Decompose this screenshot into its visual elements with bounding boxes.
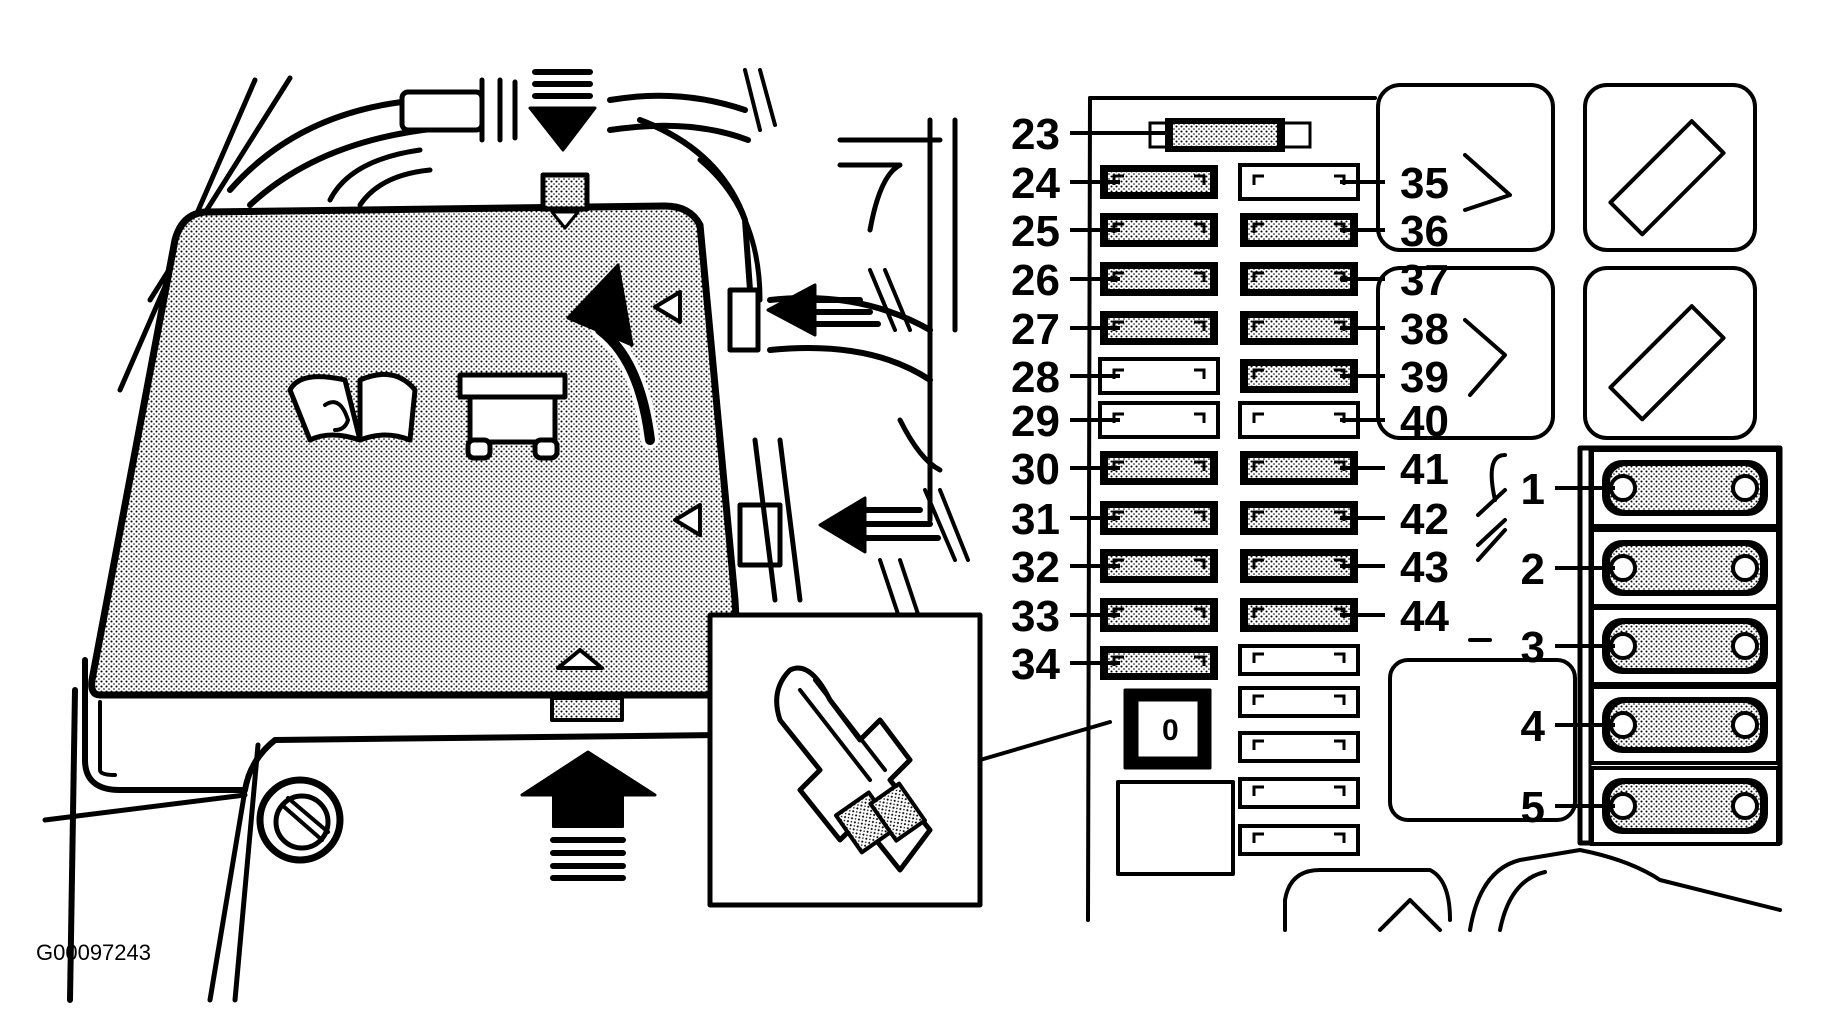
fuse-label-41: 41 [1400, 445, 1449, 494]
relay-puller-icon [774, 665, 933, 873]
fuse-label-33: 33 [1011, 592, 1060, 641]
small-relay-label: 0 [1162, 714, 1179, 747]
arrow-up-icon [520, 750, 657, 881]
maxi-fuse-4 [1590, 685, 1780, 765]
fuse-41 [1240, 451, 1358, 485]
fuse-36 [1240, 213, 1358, 247]
fuse-label-32: 32 [1011, 543, 1060, 592]
spare-fuse-slot [1238, 644, 1360, 676]
fuse-30 [1100, 451, 1218, 485]
fuse-label-37: 37 [1400, 256, 1449, 305]
maxi-fuse-label-1: 1 [1521, 465, 1545, 514]
fuse-label-44: 44 [1400, 592, 1449, 641]
maxi-fuse-column: 1 2 3 4 5 [1521, 448, 1780, 846]
fuse-37 [1240, 262, 1358, 296]
arrow-left-icon [818, 488, 970, 562]
fuse-label-35: 35 [1400, 159, 1449, 208]
spare-fuse-slot [1238, 777, 1360, 809]
fuse-26 [1100, 262, 1218, 296]
fuse-label-34: 34 [1011, 640, 1060, 689]
spare-fuse-column [1238, 644, 1360, 856]
spare-fuse-slot [1238, 686, 1360, 718]
fuse-label-31: 31 [1011, 495, 1060, 544]
fuse-label-26: 26 [1011, 256, 1060, 305]
maxi-fuse-label-4: 4 [1521, 702, 1546, 751]
manual-book-icon [287, 371, 418, 443]
fuse-label-38: 38 [1400, 305, 1449, 354]
fuse-44 [1240, 598, 1358, 632]
spare-fuse-slot [1238, 731, 1360, 763]
fuse-label-43: 43 [1400, 543, 1449, 592]
fuse-40 [1238, 401, 1360, 439]
fuse-label-28: 28 [1011, 353, 1060, 402]
spare-fuse-slot [1238, 824, 1360, 856]
maxi-fuse-3 [1590, 606, 1780, 686]
maxi-fuse-5 [1590, 766, 1780, 846]
arrow-left-icon [766, 268, 912, 337]
figure-id: G00097243 [36, 940, 151, 965]
fuse-42 [1240, 501, 1358, 535]
arrow-down-icon [528, 69, 597, 152]
maxi-fuse-1 [1590, 448, 1780, 528]
fuse-label-30: 30 [1011, 445, 1060, 494]
fuse-label-27: 27 [1011, 305, 1060, 354]
fuse-label-23: 23 [1011, 110, 1060, 159]
fuse-39 [1240, 359, 1358, 393]
fuse-label-40: 40 [1400, 397, 1449, 446]
maxi-fuse-2 [1590, 528, 1780, 608]
fuse-43 [1240, 549, 1358, 583]
fuse-label-42: 42 [1400, 495, 1449, 544]
fuse-label-39: 39 [1400, 353, 1449, 402]
fuse-label-25: 25 [1011, 207, 1060, 256]
fuse-icon [457, 372, 568, 461]
maxi-fuse-label-2: 2 [1521, 545, 1545, 594]
fuse-27 [1100, 311, 1218, 345]
engine-bay-illustration [42, 68, 1112, 1003]
fuse-label-24: 24 [1011, 159, 1060, 208]
maxi-fuse-label-5: 5 [1521, 783, 1545, 832]
maxi-fuse-label-3: 3 [1521, 623, 1545, 672]
fuse-label-29: 29 [1011, 397, 1060, 446]
fuse-label-36: 36 [1400, 207, 1449, 256]
curved-arrow-icon [566, 263, 659, 449]
fuse-38 [1240, 311, 1358, 345]
fuse-23 [1148, 118, 1312, 152]
